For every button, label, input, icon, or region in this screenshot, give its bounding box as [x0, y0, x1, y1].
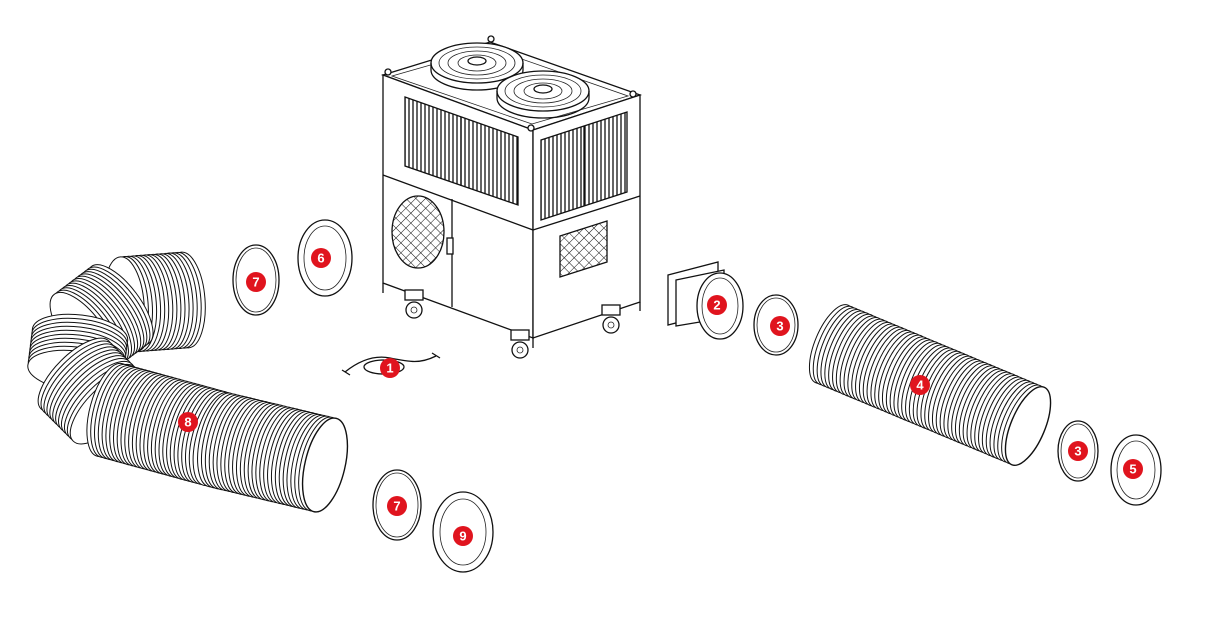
badge-7: 7 [387, 496, 407, 516]
svg-text:6: 6 [317, 251, 324, 266]
svg-text:8: 8 [184, 415, 191, 430]
cooling-unit [380, 35, 643, 359]
badge-6: 6 [311, 248, 331, 268]
svg-text:3: 3 [776, 319, 783, 334]
caster-wheels [404, 289, 621, 359]
svg-text:5: 5 [1129, 462, 1136, 477]
fan-top-rear [430, 42, 524, 91]
svg-text:9: 9 [459, 529, 466, 544]
badge-5: 5 [1123, 459, 1143, 479]
hose-opening [1004, 386, 1052, 466]
svg-text:2: 2 [713, 298, 720, 313]
fan-top-front [496, 70, 590, 119]
badge-7: 7 [246, 272, 266, 292]
svg-text:7: 7 [252, 275, 259, 290]
part-number-badges: 1 2 3 4 3 5 6 7 8 7 9 [178, 248, 1143, 546]
flexible-hose-8 [27, 251, 349, 513]
hose-opening [301, 417, 349, 513]
svg-text:1: 1 [386, 361, 393, 376]
svg-text:3: 3 [1074, 444, 1081, 459]
svg-text:7: 7 [393, 499, 400, 514]
badge-9: 9 [453, 526, 473, 546]
badge-3: 3 [1068, 441, 1088, 461]
badge-4: 4 [910, 375, 930, 395]
badge-3: 3 [770, 316, 790, 336]
badge-1: 1 [380, 358, 400, 378]
badge-8: 8 [178, 412, 198, 432]
badge-2: 2 [707, 295, 727, 315]
duct-adapter-part [667, 261, 744, 340]
svg-text:4: 4 [916, 378, 924, 393]
